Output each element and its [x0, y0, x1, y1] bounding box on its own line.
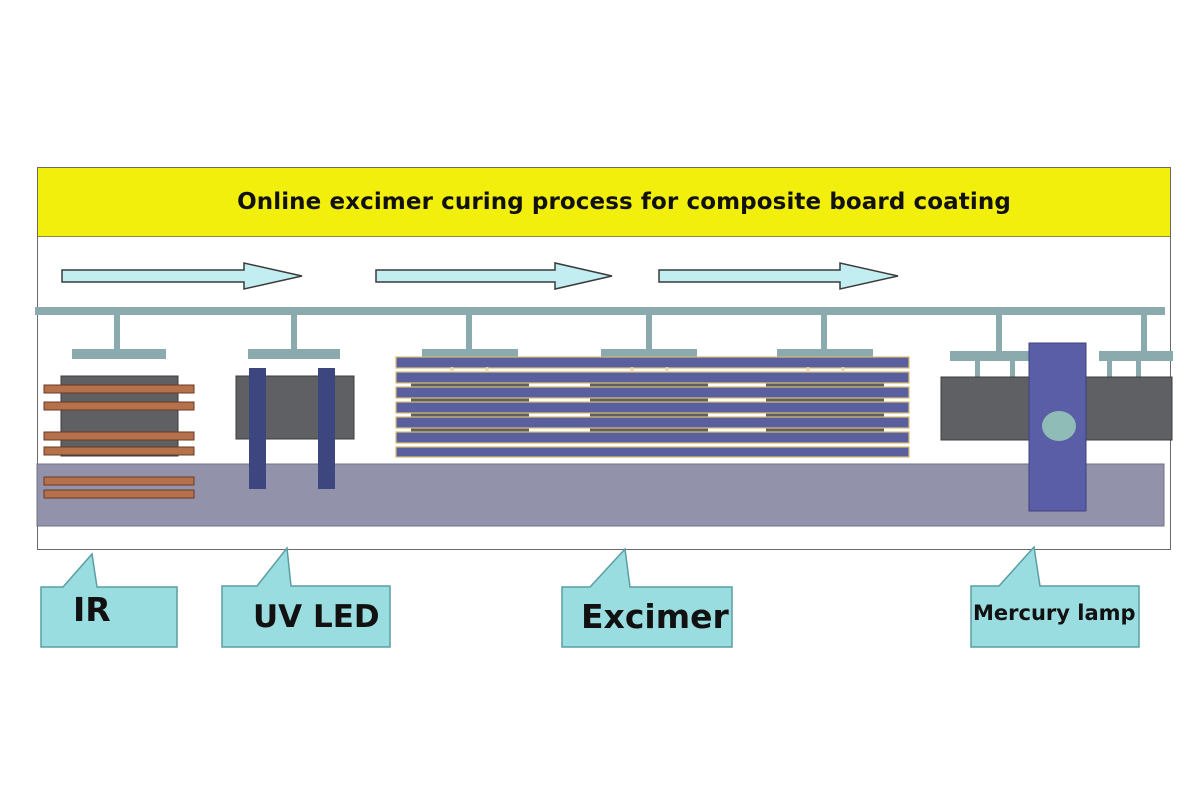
label-ir: IR: [73, 590, 111, 629]
label-mercury-lamp: Mercury lamp: [973, 601, 1136, 625]
overhead-rail: [35, 307, 1165, 315]
callout-excimer: [561, 547, 733, 648]
flow-arrow-1: [61, 262, 303, 290]
lamp-hangers: [72, 315, 1173, 377]
title-bar: Online excimer curing process for compos…: [38, 168, 1170, 237]
uv-led-post-left: [249, 368, 266, 489]
flow-arrow-3: [658, 262, 899, 290]
conveyor-bed: [36, 463, 1165, 527]
mercury-lamp-bulb: [1042, 411, 1076, 441]
excimer-station: [395, 356, 910, 458]
callout-ir: [40, 552, 178, 648]
uv-led-station: [235, 368, 355, 489]
excimer-tubes: [395, 356, 910, 458]
callout-mercury-lamp: [970, 545, 1140, 648]
flow-arrow-2: [375, 262, 613, 290]
label-excimer: Excimer: [581, 597, 729, 636]
uv-led-post-right: [318, 368, 335, 489]
ir-heater-bars: [43, 384, 195, 499]
callouts: [40, 545, 1140, 648]
mercury-lamp-station: [940, 342, 1173, 512]
label-uv-led: UV LED: [253, 599, 380, 635]
excimer-tube-dots: [450, 367, 845, 371]
callout-uv-led: [221, 546, 391, 648]
diagram-title: Online excimer curing process for compos…: [237, 189, 1011, 215]
flow-arrows: [61, 262, 899, 290]
ir-station: [43, 375, 195, 499]
